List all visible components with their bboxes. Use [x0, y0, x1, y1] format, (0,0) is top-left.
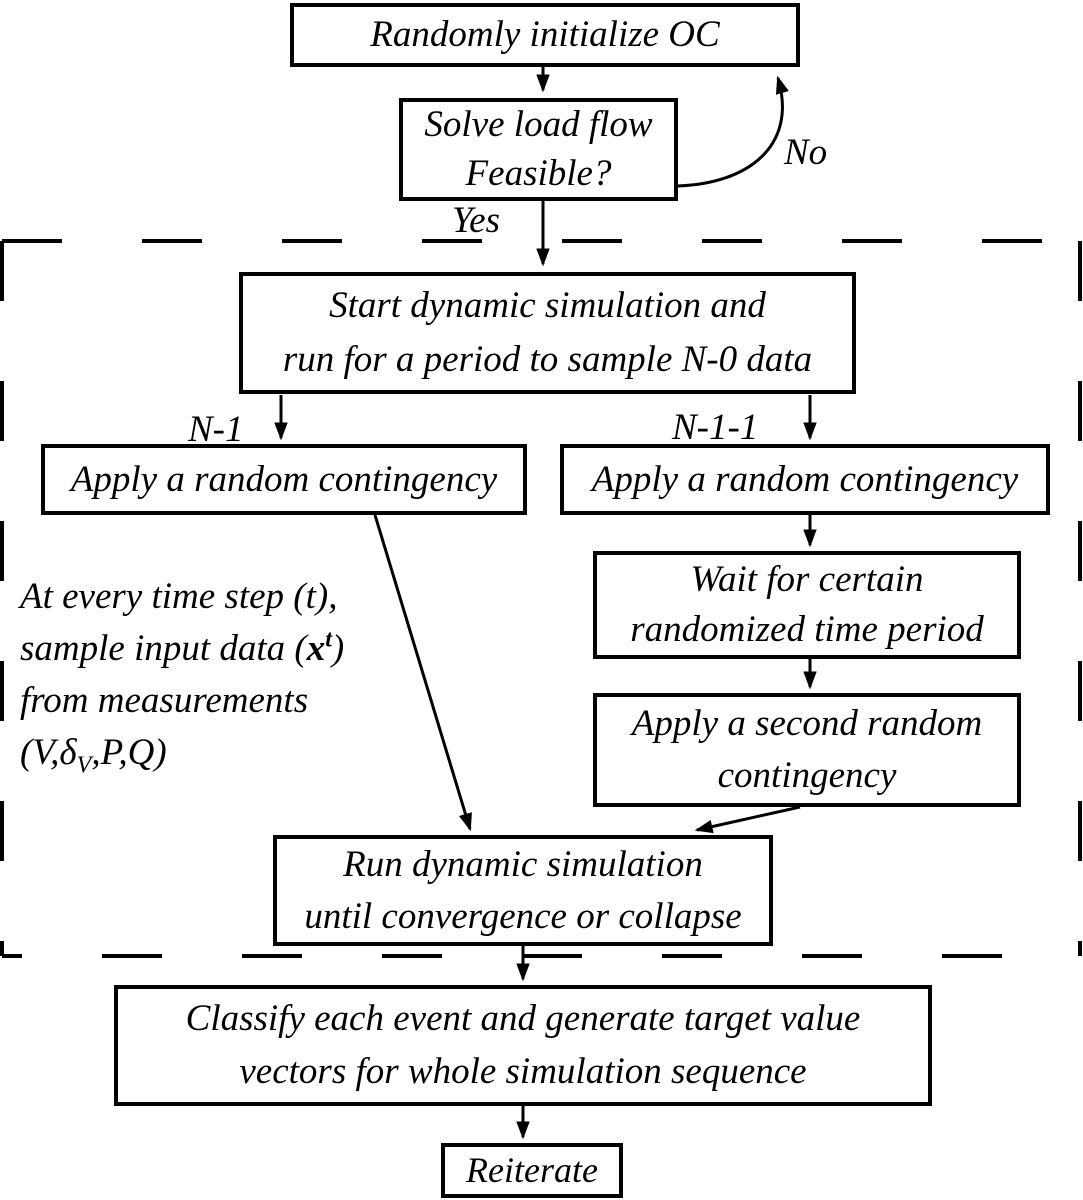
node-label: Reiterate [466, 1149, 598, 1190]
node-randomly-initialize-oc: Randomly initialize OC [290, 3, 800, 67]
node-line: Run dynamic simulation [343, 844, 703, 886]
sampling-annotation: At every time step (t), sample input dat… [20, 571, 440, 780]
node-label: Apply a random contingency [70, 458, 498, 500]
node-solve-load-flow-feasible: Solve load flow Feasible? [399, 98, 678, 201]
node-label: Randomly initialize OC [370, 14, 720, 56]
node-line: until convergence or collapse [304, 895, 742, 937]
arrow-applyleft-to-run [373, 514, 472, 832]
node-line: Solve load flow [424, 103, 653, 145]
edge-label-n-1: N-1 [188, 409, 244, 450]
annotation-line-3: from measurements [20, 680, 309, 722]
node-apply-random-contingency-n1: Apply a random contingency [41, 444, 527, 515]
bold-x-variable: x [306, 628, 326, 670]
node-reiterate: Reiterate [441, 1143, 623, 1198]
node-line: Start dynamic simulation and [329, 285, 766, 327]
node-run-dynamic-simulation: Run dynamic simulation until convergence… [273, 835, 773, 946]
node-line: vectors for whole simulation sequence [239, 1050, 807, 1092]
node-line: randomized time period [630, 609, 984, 650]
edge-label-n-1-1: N-1-1 [672, 407, 759, 448]
node-line: contingency [717, 755, 897, 796]
subscript-v: V [76, 752, 92, 779]
annotation-line-1: At every time step (t), [20, 576, 338, 617]
node-apply-second-random-contingency: Apply a second random contingency [593, 693, 1021, 807]
edge-label-yes: Yes [452, 200, 501, 241]
arrow-applysecond-to-run [694, 805, 801, 834]
annotation-line-2: sample input data (xt) [20, 626, 345, 670]
node-start-dynamic-simulation: Start dynamic simulation and run for a p… [239, 272, 856, 394]
node-line: Wait for certain [690, 558, 924, 600]
node-line: Classify each event and generate target … [185, 997, 861, 1039]
node-classify-events: Classify each event and generate target … [114, 985, 932, 1106]
node-label: Apply a random contingency [591, 458, 1019, 500]
annotation-line-4: (V,δV,P,Q) [20, 732, 167, 779]
arrow-no-loop [676, 75, 789, 188]
edge-label-no: No [784, 132, 828, 173]
node-wait-randomized-time: Wait for certain randomized time period [593, 551, 1021, 659]
node-apply-random-contingency-n11: Apply a random contingency [560, 444, 1050, 515]
node-line: run for a period to sample N-0 data [282, 339, 813, 380]
superscript-t: t [325, 626, 332, 653]
delta-variable: δ [59, 732, 77, 774]
node-line: Feasible? [465, 152, 612, 194]
dashed-region-border [0, 239, 1082, 958]
node-line: Apply a second random [631, 703, 983, 745]
